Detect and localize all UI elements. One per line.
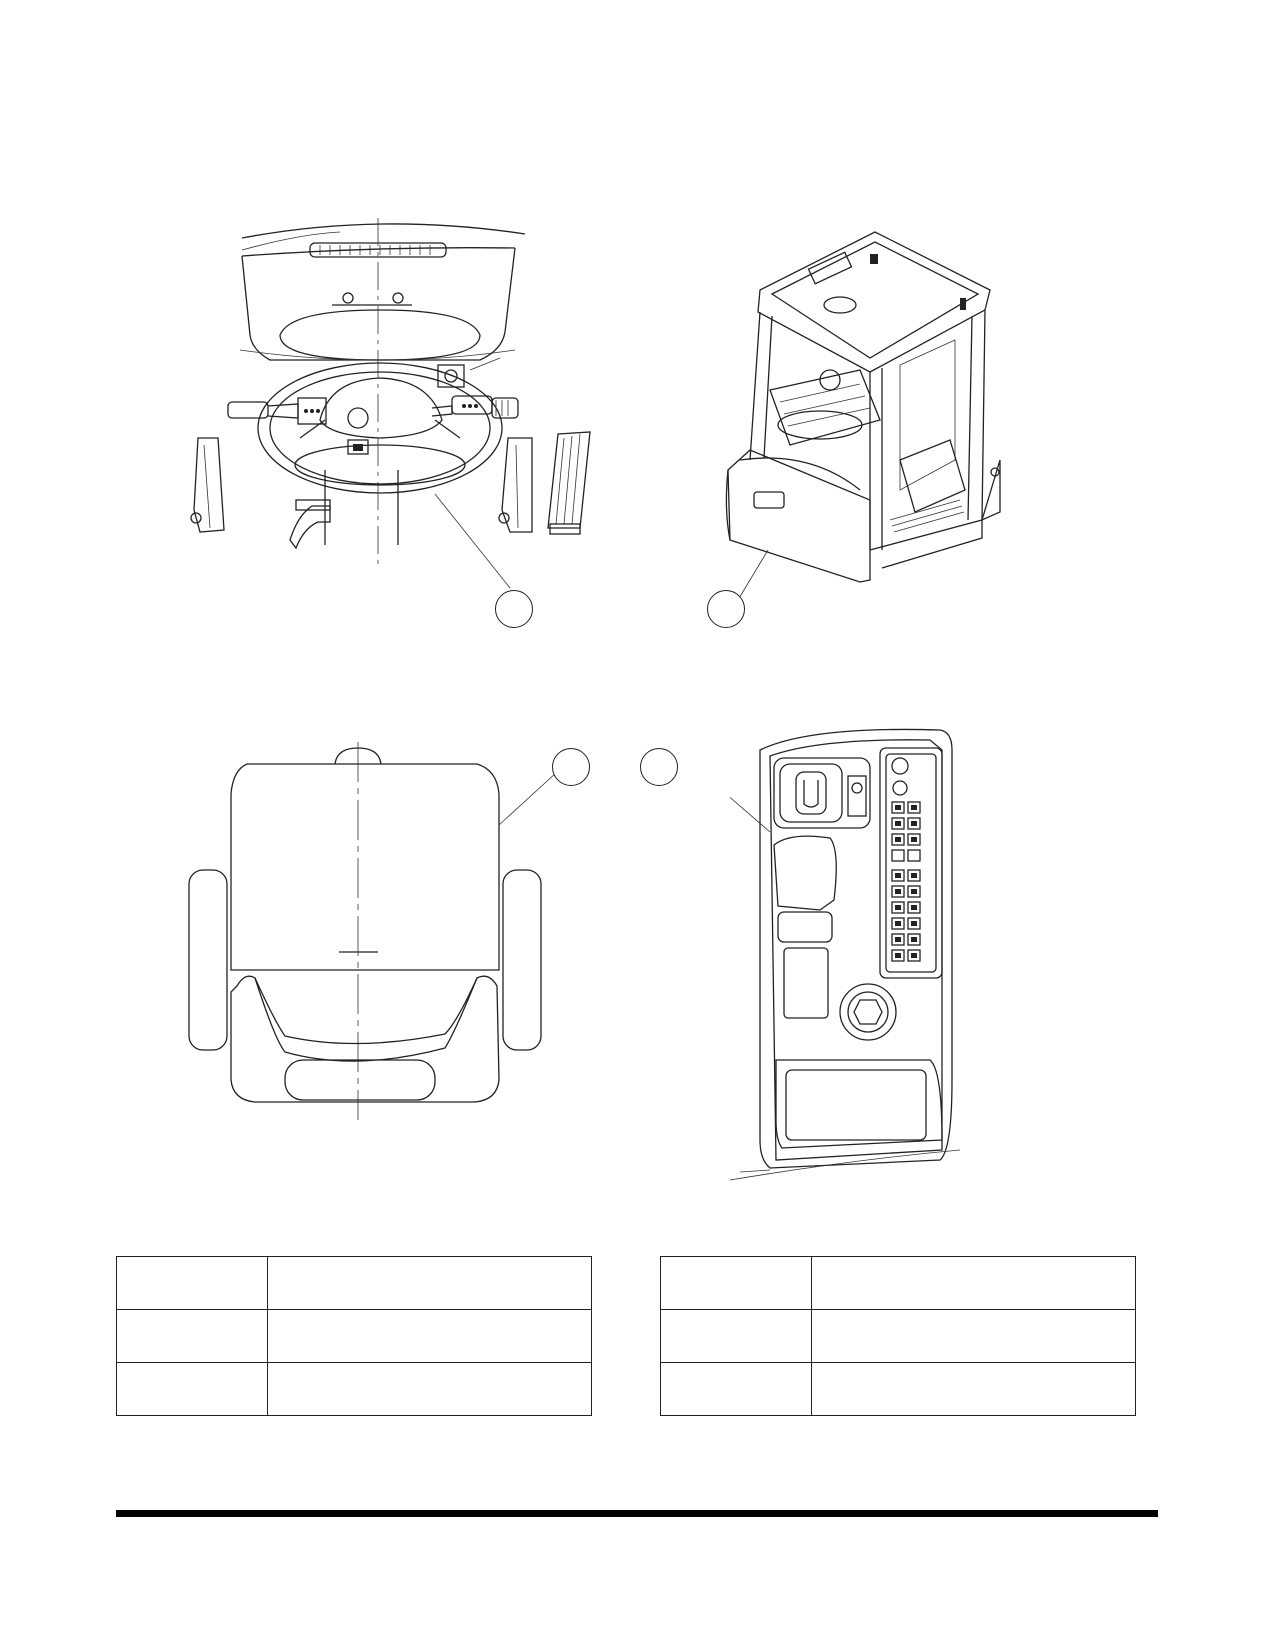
callout-seat	[552, 748, 590, 786]
table-cell-key	[116, 1256, 268, 1310]
table-row	[660, 1256, 1136, 1310]
reference-table-left	[116, 1256, 592, 1416]
cab-isometric-diagram	[710, 220, 1040, 620]
table-row	[660, 1309, 1136, 1363]
table-cell-value	[267, 1256, 592, 1310]
table-row	[116, 1362, 592, 1416]
table-cell-value	[811, 1256, 1136, 1310]
callout-steering-column	[495, 590, 533, 628]
reference-table-right	[660, 1256, 1136, 1416]
callout-cab	[707, 590, 745, 628]
table-cell-key	[660, 1309, 812, 1363]
table-cell-value	[267, 1309, 592, 1363]
seat-top-view-diagram	[185, 740, 565, 1130]
side-console-diagram	[730, 720, 960, 1190]
table-cell-value	[267, 1362, 592, 1416]
table-row	[116, 1256, 592, 1310]
footer-rule	[116, 1510, 1158, 1517]
table-cell-key	[660, 1362, 812, 1416]
table-row	[660, 1362, 1136, 1416]
table-cell-value	[811, 1362, 1136, 1416]
callout-side-console	[640, 748, 678, 786]
table-cell-key	[116, 1362, 268, 1416]
table-row	[116, 1309, 592, 1363]
table-cell-value	[811, 1309, 1136, 1363]
table-cell-key	[116, 1309, 268, 1363]
steering-column-diagram	[180, 210, 640, 630]
table-cell-key	[660, 1256, 812, 1310]
